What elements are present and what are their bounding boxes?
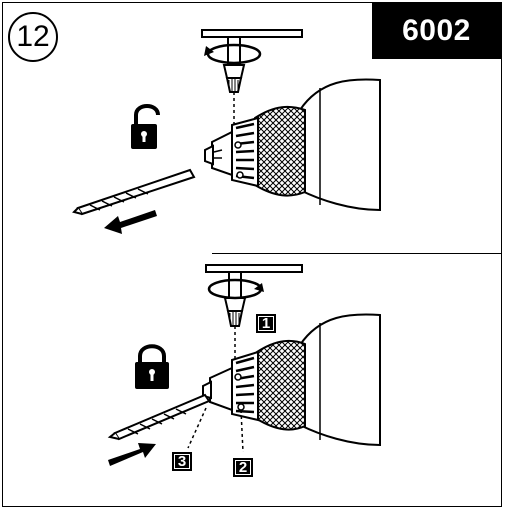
arrow-left-icon: [104, 210, 157, 234]
step-number: 12: [16, 20, 50, 53]
leader-line-3: [187, 407, 207, 449]
chuck-key-top: [201, 29, 303, 93]
drill-bit-top: [72, 168, 196, 216]
callout-badge-2: 2: [233, 458, 253, 477]
callout-label-3: 3: [174, 454, 190, 469]
leader-line-2: [240, 409, 244, 453]
padlock-closed-icon: [135, 344, 169, 389]
callout-badge-1: 1: [256, 314, 276, 333]
drill-bit-bottom: [107, 393, 211, 441]
callout-badge-3: 3: [172, 452, 192, 471]
model-number-badge: 6002: [372, 3, 501, 59]
section-divider: [212, 253, 502, 254]
chuck-key-bottom: [205, 264, 303, 327]
callout-label-2: 2: [235, 460, 251, 475]
drill-top: [204, 78, 381, 212]
drill-bottom: [202, 313, 381, 447]
rotation-arrow-top: [204, 43, 262, 65]
callout-label-1: 1: [258, 316, 274, 331]
rotation-arrow-bottom: [207, 278, 264, 300]
step-number-badge: 12: [8, 12, 58, 62]
model-number: 6002: [402, 14, 471, 47]
padlock-open-icon: [131, 104, 160, 149]
arrow-right-icon: [108, 443, 156, 466]
